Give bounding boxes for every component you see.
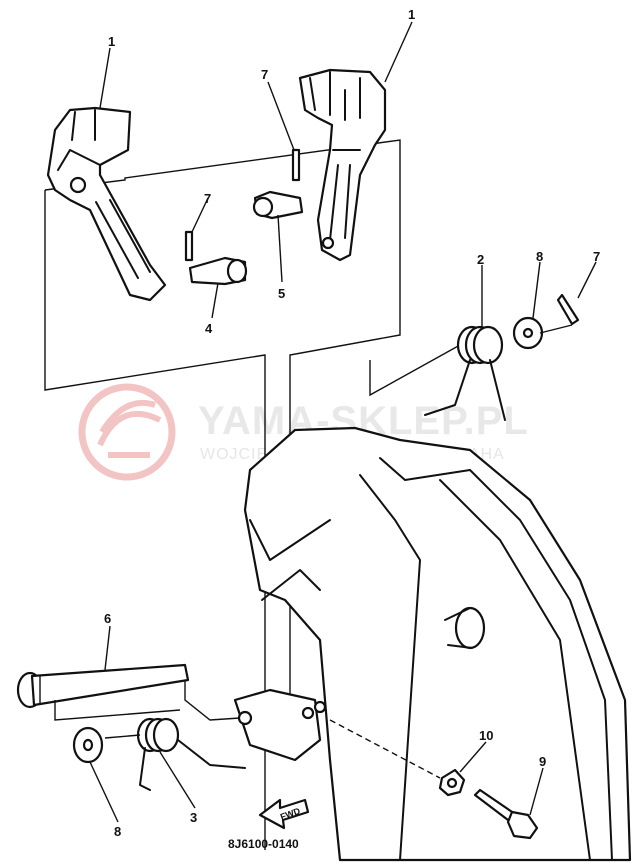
torsion-spring-3: [136, 717, 246, 791]
lever-right: [298, 68, 387, 262]
callout-8-lower: 8: [114, 824, 121, 839]
nut-10: [438, 768, 466, 797]
cotter-pin-right: [556, 293, 580, 326]
callout-1-right: 1: [408, 7, 415, 22]
callout-9: 9: [539, 754, 546, 769]
cotter-pin-upper: [291, 148, 301, 182]
cotter-pin-mid: [184, 230, 194, 262]
watermark-logo-icon: [78, 383, 176, 481]
callout-8-upper: 8: [536, 249, 543, 264]
lever-left: [46, 106, 167, 302]
leader-lines: [89, 21, 597, 823]
callout-7-right: 7: [593, 249, 600, 264]
callout-2: 2: [477, 252, 484, 267]
torsion-spring-2: [424, 325, 506, 421]
callout-7-upper: 7: [261, 67, 268, 82]
callout-1-left: 1: [108, 34, 115, 49]
callout-6: 6: [104, 611, 111, 626]
assembly-outline-upper: [44, 190, 266, 850]
frame-body: [233, 426, 632, 862]
long-pin-6: [16, 663, 190, 709]
clevis-pin-4: [188, 256, 248, 286]
diagram-code: 8J6100-0140: [228, 837, 299, 851]
callout-5: 5: [278, 286, 285, 301]
callout-7-mid: 7: [204, 191, 211, 206]
callout-10: 10: [479, 728, 493, 743]
callout-3: 3: [190, 810, 197, 825]
bolt-9: [473, 788, 539, 840]
callout-4: 4: [205, 321, 213, 336]
fwd-arrow-icon: FWD: [258, 798, 310, 830]
clevis-pin-5: [252, 190, 304, 220]
